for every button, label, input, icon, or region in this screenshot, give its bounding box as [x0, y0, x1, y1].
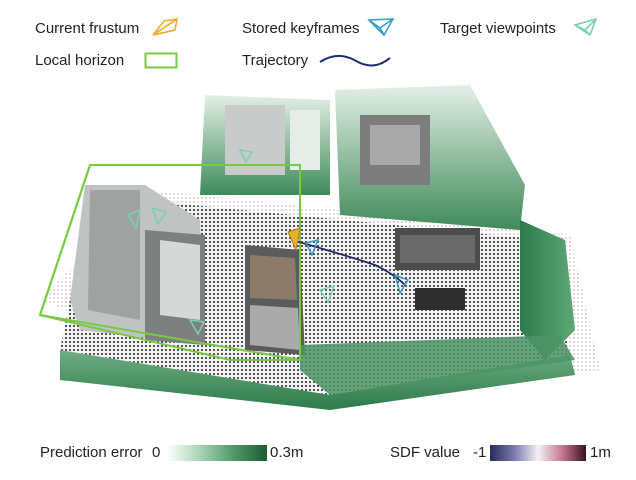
prediction-error-label: Prediction error	[40, 444, 143, 461]
trajectory-path	[291, 239, 406, 286]
local-horizon-box	[38, 164, 301, 362]
coffee-table	[415, 288, 465, 310]
stored-keyframe-markers	[304, 238, 410, 295]
prediction-error-min: 0	[152, 444, 161, 461]
target-viewpoint-markers	[126, 149, 336, 336]
trajectory-icon	[319, 55, 391, 67]
prediction-error-max: 0.3m	[270, 444, 304, 461]
stored-keyframes-icon	[367, 18, 395, 37]
sdf-colorbar	[490, 445, 586, 461]
sdf-min: -1	[473, 444, 487, 461]
current-frustum-marker	[287, 227, 301, 252]
legend-local-horizon-label: Local horizon	[35, 52, 125, 69]
legend-current-frustum-label: Current frustum	[35, 20, 140, 37]
prediction-error-colorbar	[167, 445, 267, 461]
current-frustum-icon	[152, 17, 179, 36]
sdf-label: SDF value	[390, 444, 461, 461]
legend-stored-keyframes-label: Stored keyframes	[242, 20, 360, 37]
sdf-max: 1m	[590, 444, 611, 461]
legend-trajectory-label: Trajectory	[242, 52, 309, 69]
target-viewpoints-icon	[573, 17, 598, 37]
legend-target-viewpoints-label: Target viewpoints	[440, 20, 556, 37]
front-floor-edge	[60, 350, 575, 410]
right-wall	[520, 220, 575, 360]
local-horizon-icon	[144, 52, 178, 69]
